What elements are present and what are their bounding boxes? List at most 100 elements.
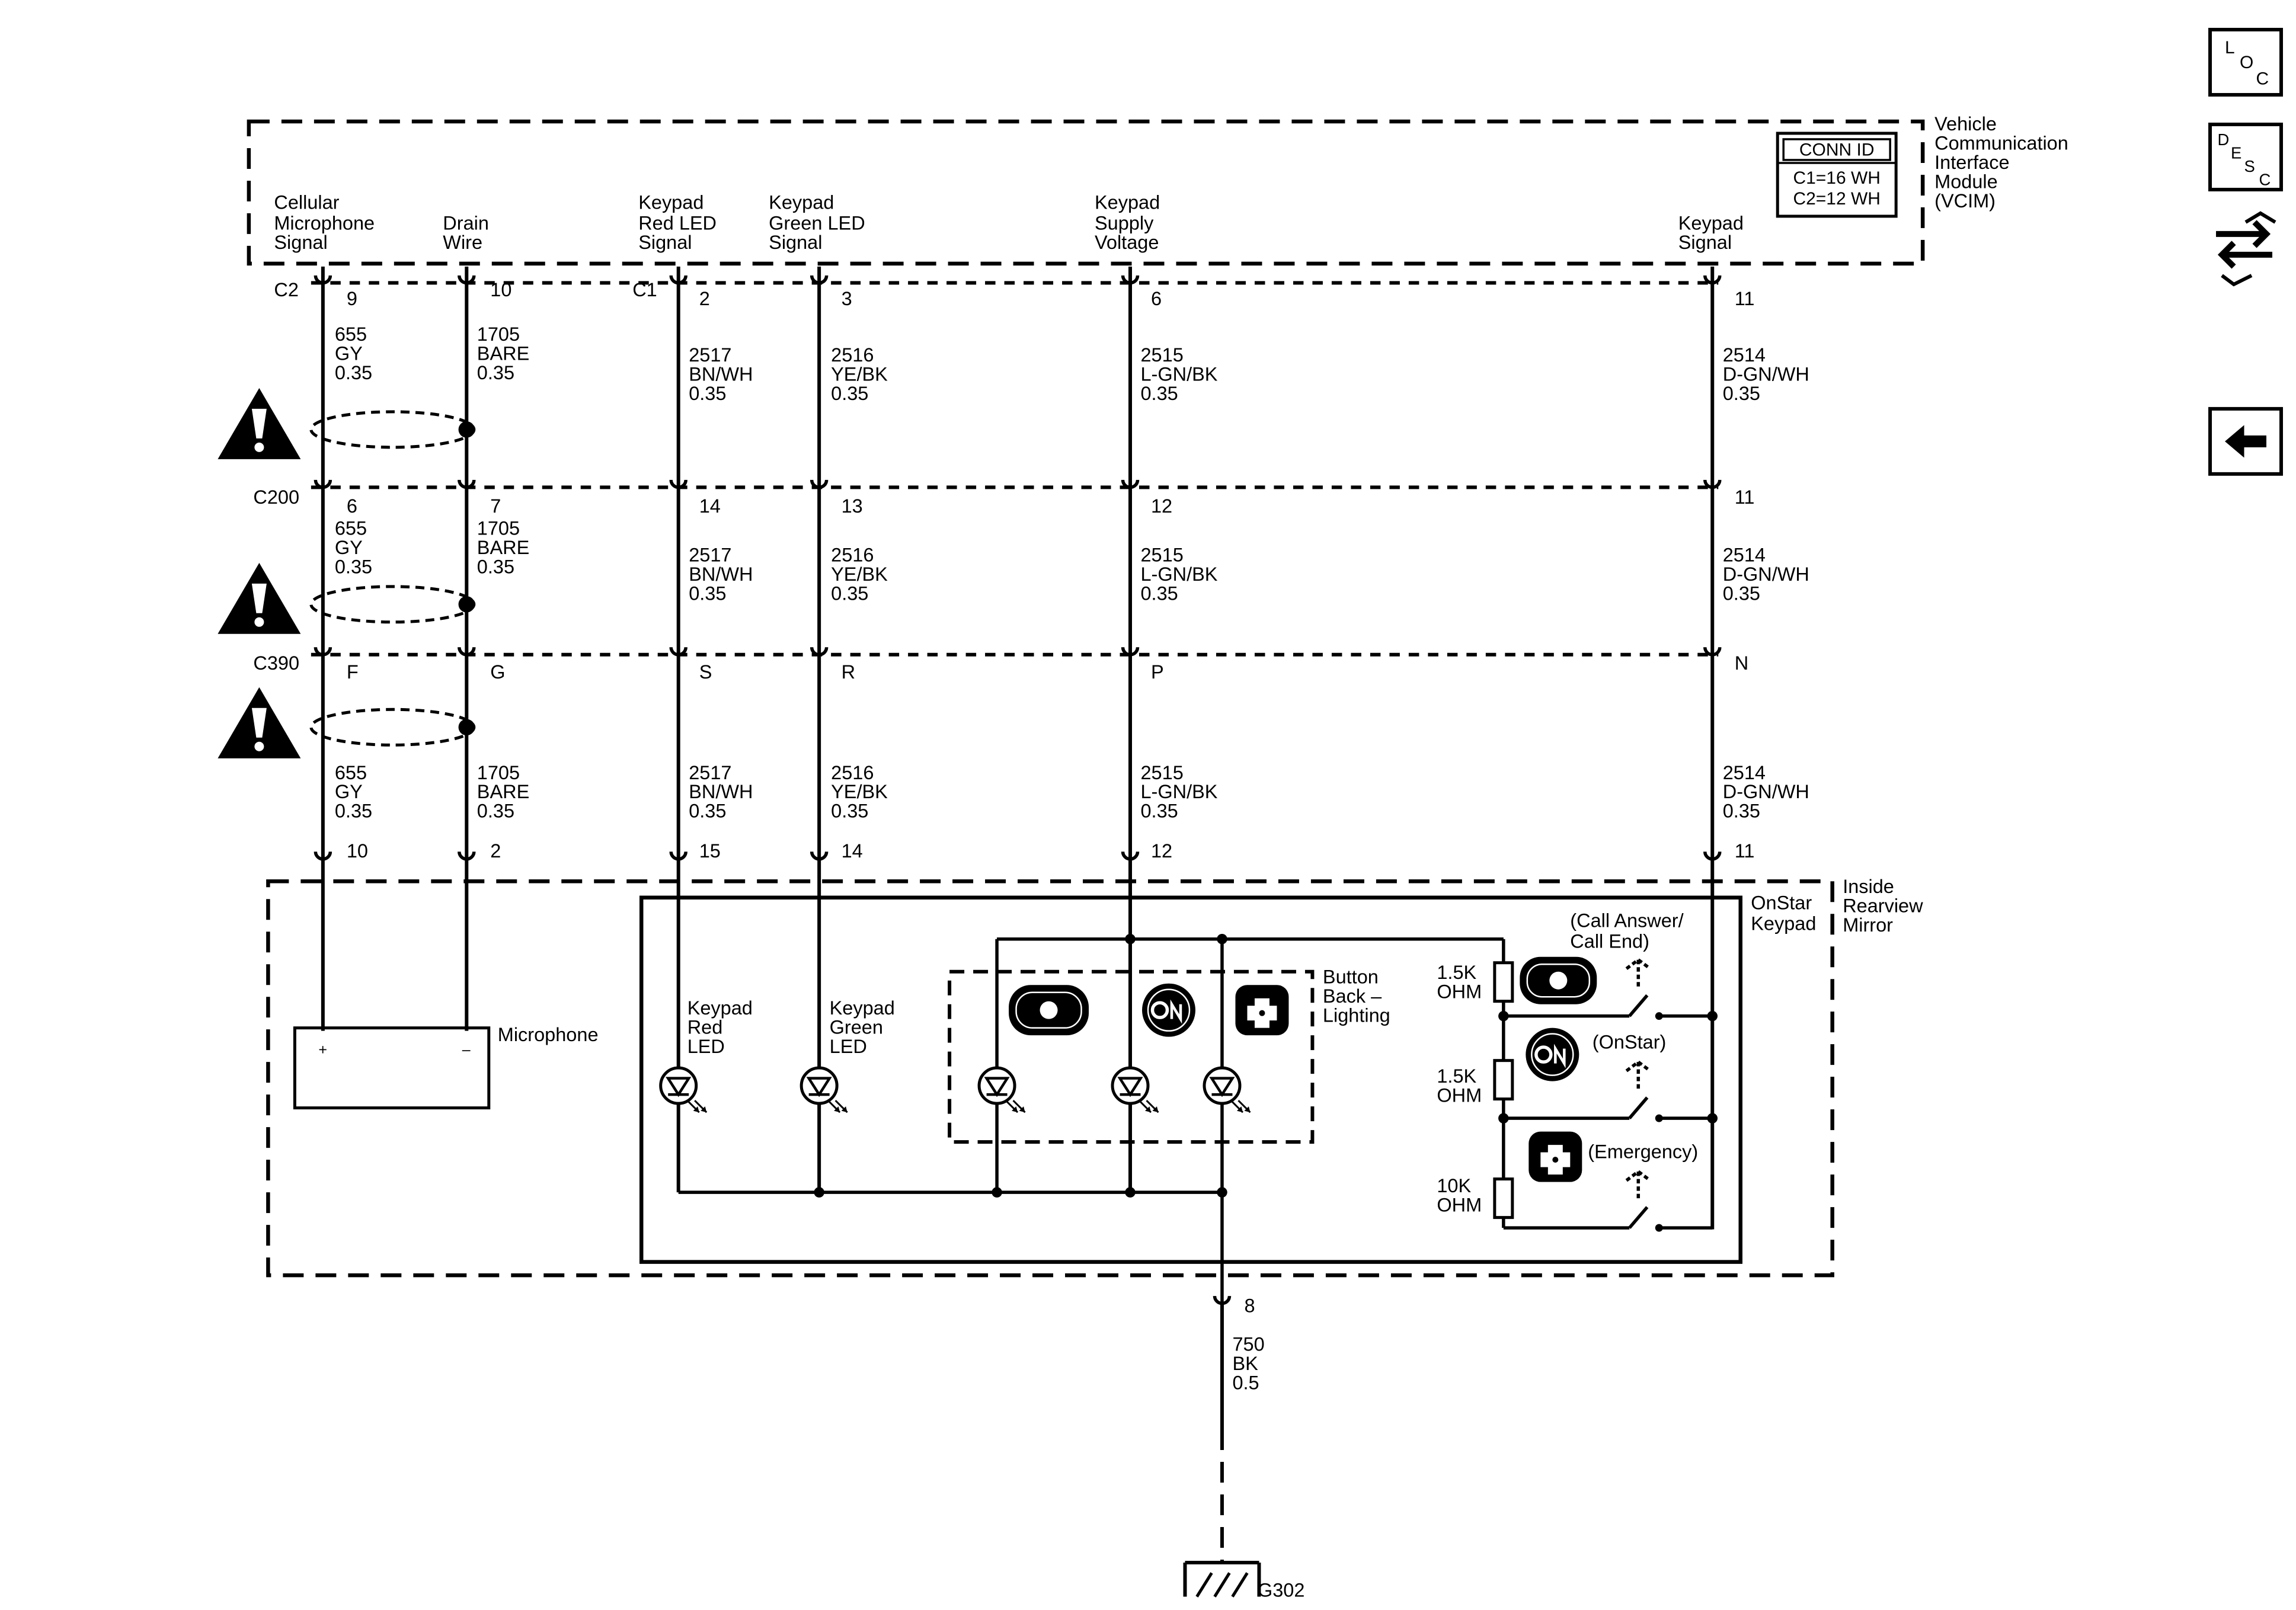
svg-text:655: 655 xyxy=(335,762,367,783)
svg-text:2516: 2516 xyxy=(831,544,874,565)
resistor-1-5k-onstar xyxy=(1493,1059,1514,1101)
svg-text:Keypad: Keypad xyxy=(830,997,895,1019)
red-led-icon xyxy=(661,1068,706,1112)
pin-c390-s: S xyxy=(699,661,712,683)
loc-button[interactable]: L O C xyxy=(2208,27,2284,97)
splice-dot xyxy=(1217,933,1227,945)
svg-text:0.35: 0.35 xyxy=(477,556,514,577)
svg-text:1705: 1705 xyxy=(477,762,520,783)
backlight-led-icon xyxy=(979,1068,1025,1112)
backlight-led-icon xyxy=(1204,1068,1250,1112)
mirror-label: Inside Rearview Mirror xyxy=(1843,876,1923,936)
pin-c390-g: G xyxy=(490,661,505,683)
svg-text:YE/BK: YE/BK xyxy=(831,363,888,385)
svg-text:2514: 2514 xyxy=(1723,344,1766,366)
svg-text:C2=12 WH: C2=12 WH xyxy=(1793,189,1880,209)
svg-text:BARE: BARE xyxy=(477,537,529,558)
svg-text:–: – xyxy=(462,1042,471,1058)
backlight-onstar-button-icon xyxy=(1142,983,1195,1037)
connector-swap-icon[interactable] xyxy=(2216,211,2276,287)
svg-text:GY: GY xyxy=(335,781,363,802)
svg-text:1705: 1705 xyxy=(477,517,520,539)
pin-c200-7: 7 xyxy=(490,495,501,517)
ground-icon xyxy=(1183,1561,1261,1598)
connector-c1-label: C1 xyxy=(632,279,657,300)
svg-text:BARE: BARE xyxy=(477,343,529,364)
svg-text:0.35: 0.35 xyxy=(689,582,726,604)
svg-text:C1=16 WH: C1=16 WH xyxy=(1793,168,1880,188)
svg-text:Signal: Signal xyxy=(769,232,822,253)
button-label-onstar: (OnStar) xyxy=(1593,1032,1667,1053)
svg-text:1.5K: 1.5K xyxy=(1437,1065,1476,1087)
svg-text:Keypad: Keypad xyxy=(1751,913,1816,934)
svg-text:Rearview: Rearview xyxy=(1843,895,1923,917)
svg-text:OnStar: OnStar xyxy=(1751,892,1812,914)
splice-dot xyxy=(1217,1187,1227,1198)
svg-text:Button: Button xyxy=(1323,966,1379,988)
pin-c390-n: N xyxy=(1735,652,1748,674)
drain-splice-dot xyxy=(458,596,475,613)
connector-c200-label: C200 xyxy=(253,486,299,508)
svg-text:2515: 2515 xyxy=(1141,762,1184,783)
svg-text:D-GN/WH: D-GN/WH xyxy=(1723,363,1809,385)
svg-text:OHM: OHM xyxy=(1437,1195,1482,1216)
pin-c390-p: P xyxy=(1151,661,1164,683)
pin-mirror-15: 15 xyxy=(699,840,721,862)
svg-text:0.35: 0.35 xyxy=(831,582,868,604)
shield-ellipse xyxy=(309,708,476,747)
svg-text:D-GN/WH: D-GN/WH xyxy=(1723,781,1809,802)
svg-text:Cellular: Cellular xyxy=(274,191,339,213)
svg-text:Red LED: Red LED xyxy=(638,212,717,233)
warning-icon xyxy=(218,562,301,634)
svg-text:YE/BK: YE/BK xyxy=(831,564,888,585)
svg-text:BN/WH: BN/WH xyxy=(689,781,753,802)
svg-text:Inside: Inside xyxy=(1843,876,1894,897)
svg-text:(Call Answer/: (Call Answer/ xyxy=(1570,910,1684,932)
pin-vcim-9: 9 xyxy=(347,288,357,309)
microphone: + – Microphone xyxy=(293,1024,599,1110)
svg-text:Vehicle: Vehicle xyxy=(1934,113,1997,135)
svg-text:Lighting: Lighting xyxy=(1323,1005,1390,1026)
svg-text:GY: GY xyxy=(335,537,363,558)
svg-text:Voltage: Voltage xyxy=(1095,232,1159,253)
svg-text:Keypad: Keypad xyxy=(638,191,703,213)
splice-dot xyxy=(1498,1010,1509,1022)
pin-c200-13: 13 xyxy=(842,495,863,517)
back-arrow-button[interactable] xyxy=(2208,406,2284,476)
call-button-icon xyxy=(1520,956,1597,1004)
svg-text:0.35: 0.35 xyxy=(689,383,726,404)
warning-icon xyxy=(218,687,301,758)
pin-c200-11: 11 xyxy=(1735,486,1755,508)
splice-dot xyxy=(1125,933,1136,945)
pin-mirror-2: 2 xyxy=(490,840,501,862)
pin-c200-14: 14 xyxy=(699,495,721,517)
svg-text:2514: 2514 xyxy=(1723,762,1766,783)
svg-text:0.35: 0.35 xyxy=(1723,582,1760,604)
pin-c200-12: 12 xyxy=(1151,495,1172,517)
svg-text:0.35: 0.35 xyxy=(477,362,514,383)
svg-text:BARE: BARE xyxy=(477,781,529,802)
svg-text:Green: Green xyxy=(830,1017,883,1038)
pin-vcim-3: 3 xyxy=(842,288,852,309)
svg-text:2515: 2515 xyxy=(1141,544,1184,565)
svg-text:0.35: 0.35 xyxy=(1141,801,1178,822)
svg-text:Supply: Supply xyxy=(1095,212,1154,233)
warning-icon xyxy=(218,388,301,459)
desc-button[interactable]: D E S C xyxy=(2208,122,2284,191)
shield-ellipse xyxy=(309,410,476,449)
svg-text:0.35: 0.35 xyxy=(1723,801,1760,822)
backlight-led-icon xyxy=(1112,1068,1158,1112)
svg-text:0.35: 0.35 xyxy=(335,556,372,577)
svg-text:S: S xyxy=(2244,157,2255,175)
svg-text:0.35: 0.35 xyxy=(1723,383,1760,404)
onstar-button-icon xyxy=(1526,1028,1579,1081)
